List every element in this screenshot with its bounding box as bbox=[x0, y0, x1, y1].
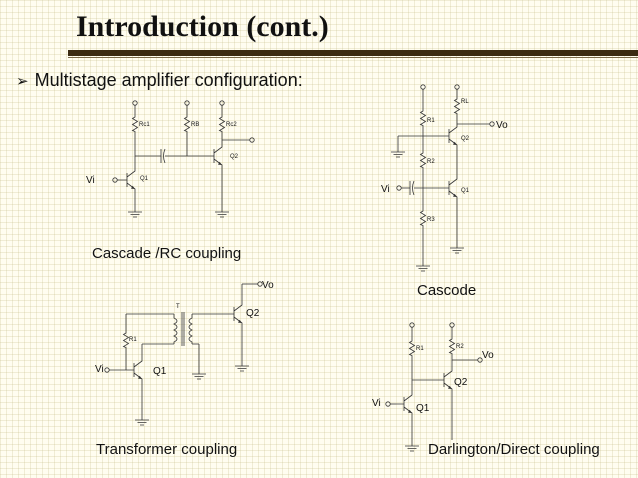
bullet-point: ➢ Multistage amplifier configuration: bbox=[16, 70, 303, 91]
transformer-q2-label: Q2 bbox=[246, 308, 260, 319]
transformer-r1-label: R1 bbox=[129, 337, 137, 343]
transformer-t-label: T bbox=[176, 304, 180, 310]
arrow-bullet-icon: ➢ bbox=[16, 73, 29, 90]
transformer-q1-label: Q1 bbox=[153, 366, 167, 377]
slide-title: Introduction (cont.) bbox=[76, 10, 329, 43]
transformer-vi-label: Vi bbox=[95, 364, 104, 375]
cascode-q1-label: Q1 bbox=[461, 188, 470, 194]
caption-rc-coupling: Cascade /RC coupling bbox=[92, 245, 242, 262]
darlington-q1-label: Q1 bbox=[416, 403, 430, 414]
cascode-q2-label: Q2 bbox=[461, 136, 470, 142]
rl-label: RL bbox=[461, 99, 469, 105]
bullet-text: Multistage amplifier configuration: bbox=[34, 70, 303, 90]
darlington-r1-label: R1 bbox=[416, 346, 424, 352]
darlington-vi-label: Vi bbox=[372, 398, 381, 409]
rc1-label: Rc1 bbox=[139, 122, 150, 128]
rb-label: RB bbox=[191, 122, 199, 128]
transformer-vo-label: Vo bbox=[262, 280, 274, 291]
cascode-circuit: RL R1 Q2 R2 Q1 R3 Vo Vi bbox=[381, 84, 508, 272]
caption-transformer-coupling: Transformer coupling bbox=[96, 441, 238, 458]
cascode-vo-label: Vo bbox=[496, 120, 508, 131]
cascode-vi-label: Vi bbox=[381, 184, 390, 195]
caption-cascode: Cascode bbox=[417, 282, 477, 299]
caption-darlington: Darlington/Direct coupling bbox=[428, 441, 600, 458]
vi-label: Vi bbox=[86, 175, 95, 186]
transformer-coupling-circuit: T R1 Q1 Q2 Vi Vo bbox=[95, 280, 274, 426]
title-rule bbox=[68, 50, 638, 56]
darlington-q2-label: Q2 bbox=[454, 377, 468, 388]
q1-label: Q1 bbox=[140, 176, 149, 182]
darlington-vo-label: Vo bbox=[482, 350, 494, 361]
cascode-r1-label: R1 bbox=[427, 118, 435, 124]
darlington-circuit: R1 R2 Vo Q2 Q1 Vi bbox=[372, 322, 494, 452]
title-rule-thin bbox=[68, 57, 638, 58]
darlington-r2-label: R2 bbox=[456, 344, 464, 350]
rc2-label: Rc2 bbox=[226, 122, 237, 128]
q2-label: Q2 bbox=[230, 154, 239, 160]
cascode-r2-label: R2 bbox=[427, 159, 435, 165]
cascode-r3-label: R3 bbox=[427, 217, 435, 223]
rc-coupling-circuit: Rc1 RB Rc2 Q2 Q1 Vi bbox=[86, 100, 255, 218]
